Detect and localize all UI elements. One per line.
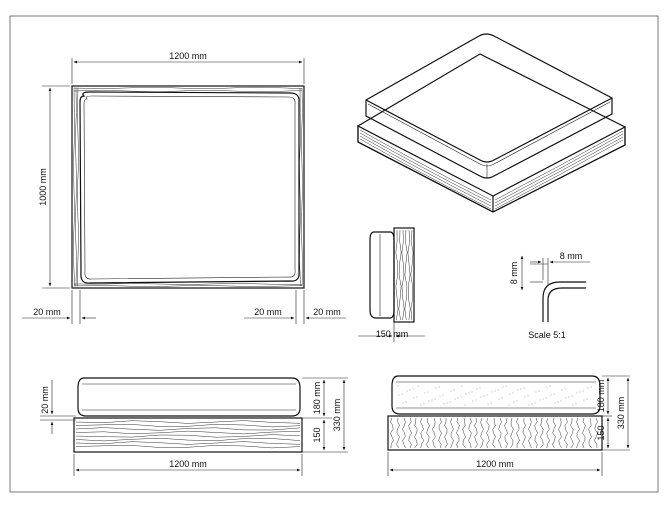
corner-detail: 8 mm 8 mm Scale 5:1 xyxy=(509,251,590,340)
top-view-wood-grain xyxy=(73,87,303,287)
isometric-view xyxy=(357,33,626,213)
detail-scale-label: Scale 5:1 xyxy=(528,330,566,340)
right-margin-label-2: 20 mm xyxy=(313,307,341,317)
front-left-wood-grain xyxy=(75,420,301,449)
front-right-wood-grain xyxy=(390,417,598,449)
top-view-frame xyxy=(71,85,305,289)
side-section-depth-label: 150 mm xyxy=(376,329,409,339)
side-section-wood-grain xyxy=(395,229,414,321)
side-section-view: 150 mm xyxy=(358,227,425,342)
front-right-base xyxy=(387,415,603,451)
right-margin-label-1: 20 mm xyxy=(254,307,282,317)
front-left-total-label: 330 mm xyxy=(332,399,342,432)
iso-cushion xyxy=(365,33,613,179)
top-view-cushion xyxy=(79,91,300,284)
front-right-cushion-label: 180 mm xyxy=(596,380,606,413)
top-view-height-label: 1000 mm xyxy=(38,168,48,206)
top-view-width-label: 1200 mm xyxy=(169,51,207,61)
front-left-width-label: 1200 mm xyxy=(169,459,207,469)
top-view-cushion-seam xyxy=(83,95,296,280)
front-view-right: 180 mm 150 330 mm 1200 mm xyxy=(387,375,630,476)
left-margin-label: 20 mm xyxy=(33,307,61,317)
front-right-width-label: 1200 mm xyxy=(476,459,514,469)
detail-horizontal-label: 8 mm xyxy=(560,251,583,261)
front-right-total-label: 330 mm xyxy=(616,397,626,430)
top-view: 1200 mm 1000 mm 20 mm 20 mm 20 mm xyxy=(22,51,346,324)
detail-corner-inner xyxy=(547,287,586,322)
front-left-cushion xyxy=(77,377,301,417)
front-left-gap-label: 20 mm xyxy=(40,386,50,414)
front-left-base xyxy=(73,417,303,453)
drawing-border xyxy=(9,15,659,493)
side-section-cushion xyxy=(369,231,395,319)
front-left-base-label: 150 xyxy=(312,427,322,442)
front-right-fabric-texture xyxy=(397,385,592,406)
front-left-cushion-label: 180 mm xyxy=(312,382,322,415)
detail-corner-outer xyxy=(542,281,586,322)
front-right-base-label: 150 xyxy=(596,425,606,440)
detail-vertical-label: 8 mm xyxy=(509,262,519,285)
front-right-cushion xyxy=(391,375,601,415)
front-view-left: 20 mm 180 mm 150 330 mm 1200 mm xyxy=(40,377,348,476)
iso-base-wood-grain xyxy=(359,129,624,210)
